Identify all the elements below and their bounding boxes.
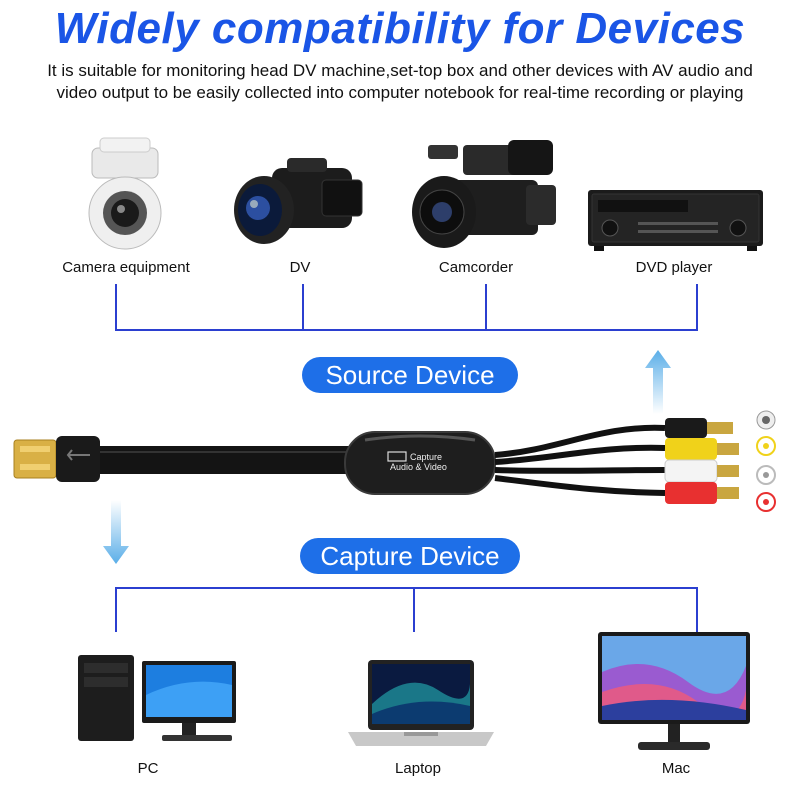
device-label-dv: DV: [289, 259, 311, 276]
capture-box-line-1: Capture: [410, 452, 443, 462]
subtitle-line-1: It is suitable for monitoring head DV ma…: [47, 61, 753, 80]
device-label-camcorder: Camcorder: [438, 259, 514, 276]
device-label-pc: PC: [137, 760, 159, 777]
handycam-icon: [234, 158, 363, 244]
capture-box-label: Capture Audio & Video: [390, 452, 447, 472]
device-label-dvd-player: DVD player: [635, 259, 713, 276]
subtitle-line-2: video output to be easily collected into…: [56, 83, 744, 102]
security-camera-icon: [88, 137, 162, 250]
source-device-pill: Source Device: [302, 357, 518, 393]
desktop-pc-icon: [78, 655, 236, 741]
device-label-laptop: Laptop: [395, 760, 441, 777]
capture-box-line-2: Audio & Video: [390, 462, 447, 472]
monitor-icon: [598, 632, 750, 750]
device-label-camera-equipment: Camera equipment: [62, 259, 190, 276]
laptop-icon: [348, 660, 494, 746]
down-arrow-icon: [103, 500, 129, 564]
capture-device-pill: Capture Device: [300, 538, 520, 574]
dvd-player-icon: [588, 190, 763, 251]
device-label-mac: Mac: [661, 760, 691, 777]
up-arrow-icon: [645, 350, 671, 414]
page-title: Widely compatibility for Devices: [54, 4, 746, 53]
page-subtitle: It is suitable for monitoring head DV ma…: [20, 60, 780, 104]
camcorder-icon: [412, 140, 556, 248]
